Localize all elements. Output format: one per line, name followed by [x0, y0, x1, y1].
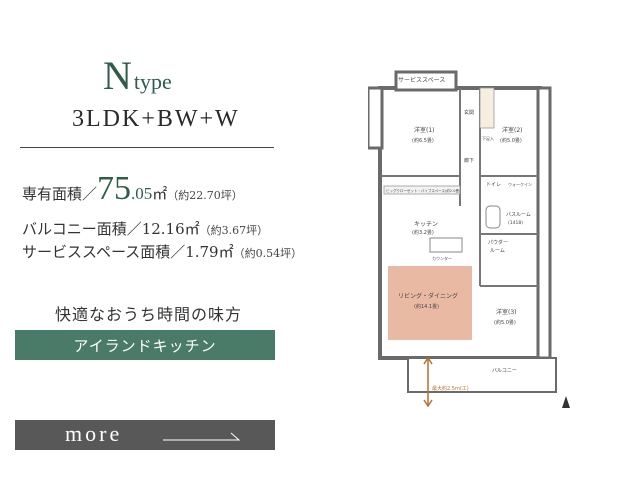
room1-label: 洋室(1) [414, 126, 435, 134]
service-area-unit: ㎡ [218, 243, 234, 261]
service-area-label: サービススペース面積／ [22, 243, 186, 261]
exclusive-area-dec: .05 [131, 184, 153, 203]
info-panel: Ntype 3LDK+BW+W 専有面積／75.05㎡（約22.70坪） バルコ… [15, 52, 302, 450]
kitchen-label: キッチン [414, 221, 438, 228]
more-label: more [65, 421, 123, 446]
type-letter: N [103, 53, 132, 98]
balcony-area-value: 12.16 [141, 220, 185, 238]
room3-size: (約5.0畳) [494, 319, 516, 326]
service-space-label: サービススペース [398, 76, 445, 84]
balcony-label: バルコニー [492, 368, 517, 374]
powder-label: パウダー [488, 239, 508, 246]
ldk-size: (約14.1畳) [414, 303, 439, 310]
closet-bar [383, 185, 461, 195]
balcony-area-label: バルコニー面積／ [22, 220, 142, 238]
feature-label: アイランドキッチン [15, 330, 275, 360]
floor-plan: サービススペース 玄関 下足入 廊下 洋室(1) (約6.5畳) 洋室(2) (… [368, 66, 598, 426]
service-area-row: サービススペース面積／1.79㎡（約0.54坪） [22, 241, 302, 262]
exclusive-area-label: 専有面積／ [22, 185, 98, 203]
exclusive-area-int: 75 [97, 170, 132, 207]
balcony-area-unit: ㎡ [184, 220, 200, 238]
toilet-label: トイレ [486, 182, 501, 188]
bathtub [485, 205, 501, 229]
ldk-fill [388, 266, 472, 340]
north-arrow-icon [562, 396, 570, 408]
west-niche [368, 86, 384, 150]
divider [20, 147, 274, 148]
depth-label: 最大約2.5m(エ) [432, 385, 469, 392]
service-area-tsubo: （約0.54坪） [233, 247, 303, 260]
service-area-value: 1.79 [185, 243, 219, 261]
shoes-label: 下足入 [482, 136, 494, 141]
walk-in-label: ウォークイン [508, 181, 532, 187]
hall-label: 廊下 [464, 157, 474, 164]
room3-label: 洋室(3) [496, 308, 517, 316]
bathroom-size: (1418) [508, 220, 523, 226]
powder-room-label: ルーム [490, 248, 505, 254]
balcony-area [407, 357, 557, 393]
kitchen-size: (約3.2畳) [412, 229, 434, 236]
more-button[interactable]: more [15, 420, 275, 450]
room2-label: 洋室(2) [502, 126, 523, 134]
type-title: Ntype [103, 52, 172, 99]
balcony-area-row: バルコニー面積／12.16㎡（約3.67坪） [22, 218, 268, 239]
exclusive-area-row: 専有面積／75.05㎡（約22.70坪） [22, 170, 243, 208]
room2-size: (約5.0畳) [500, 137, 522, 144]
depth-arrow-bottom [423, 399, 433, 408]
east-wall [536, 86, 552, 360]
feature-heading: 快適なおうち時間の味方 [55, 305, 243, 324]
service-space-room [394, 70, 458, 92]
balcony-area-tsubo: （約3.67坪） [199, 224, 269, 237]
depth-arrow-top [423, 356, 433, 365]
entrance-label: 玄関 [464, 109, 474, 116]
type-word: type [133, 69, 172, 94]
room1-size: (約6.5畳) [412, 137, 434, 144]
floor-plan-drawing: サービススペース 玄関 下足入 廊下 洋室(1) (約6.5畳) 洋室(2) (… [368, 70, 570, 408]
bathroom-label: バスルーム [506, 212, 531, 218]
arrow-right-icon [163, 432, 241, 441]
closet-label: ビッグクローゼット・パイプスペース(約2.0畳) [386, 188, 461, 193]
counter-label: カウンター [432, 255, 452, 261]
exclusive-area-unit: ㎡ [152, 185, 168, 203]
ldk-label: リビング・ダイニング [398, 292, 458, 300]
shoe-box [479, 87, 495, 129]
exclusive-area-tsubo: （約22.70坪） [167, 189, 243, 202]
plan-name: 3LDK+BW+W [72, 106, 240, 132]
kitchen-island [429, 237, 463, 253]
